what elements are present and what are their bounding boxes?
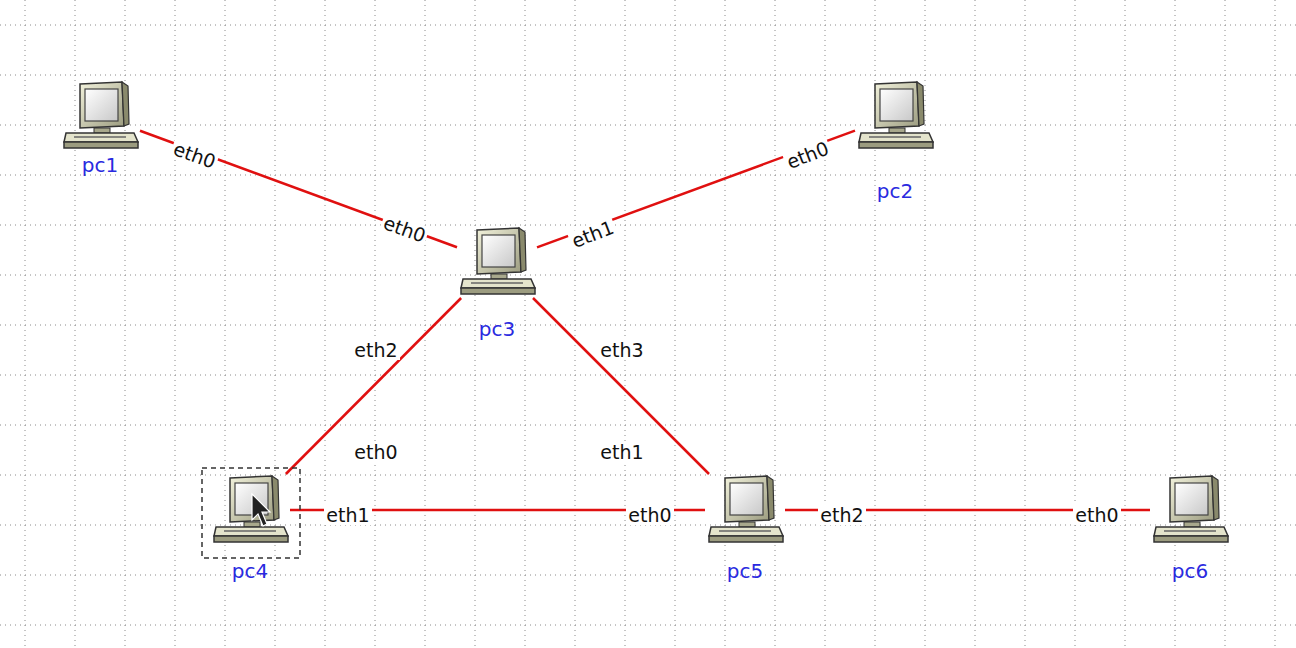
host-name: pc2: [850, 180, 940, 202]
network-link: [286, 298, 461, 474]
interface-label: eth2: [818, 505, 865, 525]
computer-node: pc5: [700, 474, 790, 582]
computer-node: pc6: [1145, 474, 1235, 582]
computer-icon: [1150, 474, 1230, 546]
computer-icon: [855, 80, 935, 152]
host-name: pc5: [700, 560, 790, 582]
interface-label: eth1: [598, 442, 645, 462]
computer-node: pc3: [452, 226, 542, 340]
computer-icon: [210, 474, 290, 546]
interface-label: eth0: [626, 505, 673, 525]
selection-box: [202, 468, 300, 558]
host-name: pc3: [452, 318, 542, 340]
computer-icon: [60, 80, 140, 152]
host-name: pc6: [1145, 560, 1235, 582]
network-link: [533, 298, 709, 474]
computer-icon: [457, 226, 537, 298]
network-link: [140, 131, 457, 248]
computer-node: pc1: [55, 80, 145, 176]
interface-label: eth3: [598, 340, 645, 360]
computer-node: pc4: [205, 474, 295, 582]
interface-label: eth2: [352, 340, 399, 360]
computer-icon: [705, 474, 785, 546]
host-name: pc4: [205, 560, 295, 582]
interface-label: eth0: [1073, 505, 1120, 525]
host-name: pc1: [55, 154, 145, 176]
computer-node: pc2: [850, 80, 940, 202]
interface-label: eth1: [324, 505, 371, 525]
interface-label: eth0: [352, 442, 399, 462]
